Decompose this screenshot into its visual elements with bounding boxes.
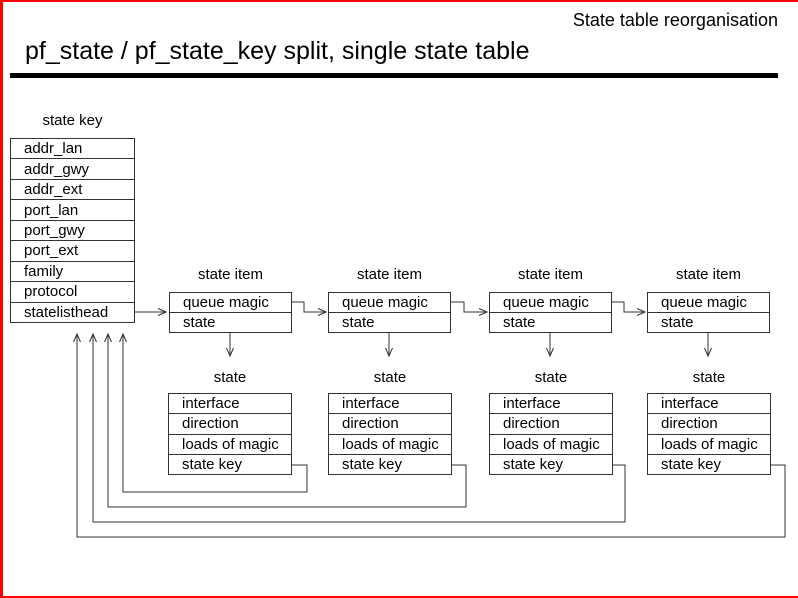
table-row: state <box>170 312 291 332</box>
table-row: direction <box>490 413 612 433</box>
slide-border-bottom <box>0 596 798 598</box>
state-table-label: state <box>373 369 407 386</box>
page-title: pf_state / pf_state_key split, single st… <box>25 37 530 65</box>
state-table-box: interface direction loads of magic state… <box>489 393 613 475</box>
table-row: direction <box>169 413 291 433</box>
state-table-box: interface direction loads of magic state… <box>328 393 452 475</box>
connector-item3-to-item4 <box>612 301 647 316</box>
state-table-box: interface direction loads of magic state… <box>168 393 292 475</box>
table-row: loads of magic <box>169 433 291 454</box>
connector-item2-to-item3 <box>451 301 489 316</box>
slide-border-left <box>0 0 3 598</box>
table-row: state <box>329 312 450 332</box>
state-item-label: state item <box>517 266 584 283</box>
table-row: queue magic <box>503 294 589 311</box>
table-row: state key <box>648 453 770 474</box>
table-row: statelisthead <box>11 301 134 322</box>
table-row: port_ext <box>11 240 134 260</box>
table-row: loads of magic <box>329 433 451 454</box>
table-row: direction <box>648 413 770 433</box>
state-table-label: state <box>692 369 726 386</box>
table-row: queue magic <box>183 294 269 311</box>
state-table-label: state <box>534 369 568 386</box>
state-item-box: queue magic state <box>489 292 612 333</box>
table-row: addr_gwy <box>11 158 134 178</box>
state-key-table-label: state key <box>42 112 103 129</box>
table-row: port_gwy <box>11 219 134 240</box>
connector-item1-to-item2 <box>292 301 328 316</box>
table-row: protocol <box>11 281 134 301</box>
state-item-label: state item <box>675 266 742 283</box>
state-item-label: state item <box>197 266 264 283</box>
table-row: port_lan <box>11 199 134 219</box>
table-row: loads of magic <box>490 433 612 454</box>
table-row: queue magic <box>342 294 428 311</box>
table-row: loads of magic <box>648 433 770 454</box>
table-row: interface <box>503 395 561 413</box>
state-item-box: queue magic state <box>647 292 770 333</box>
table-row: family <box>11 260 134 281</box>
table-row: state key <box>169 453 291 474</box>
table-row: interface <box>182 395 240 413</box>
state-item-box: queue magic state <box>328 292 451 333</box>
table-row: addr_lan <box>24 140 83 158</box>
state-item-box: queue magic state <box>169 292 292 333</box>
state-table-label: state <box>213 369 247 386</box>
table-row: queue magic <box>661 294 747 311</box>
table-row: state <box>648 312 769 332</box>
slide-header-label: State table reorganisation <box>572 10 778 30</box>
table-row: state key <box>490 453 612 474</box>
table-row: addr_ext <box>11 178 134 199</box>
title-underline <box>10 73 778 78</box>
state-key-table: addr_lan addr_gwy addr_ext port_lan port… <box>10 138 135 323</box>
table-row: state key <box>329 453 451 474</box>
table-row: direction <box>329 413 451 433</box>
slide-border-top <box>0 0 798 2</box>
table-row: interface <box>342 395 400 413</box>
state-item-label: state item <box>356 266 423 283</box>
state-table-box: interface direction loads of magic state… <box>647 393 771 475</box>
table-row: interface <box>661 395 719 413</box>
table-row: state <box>490 312 611 332</box>
